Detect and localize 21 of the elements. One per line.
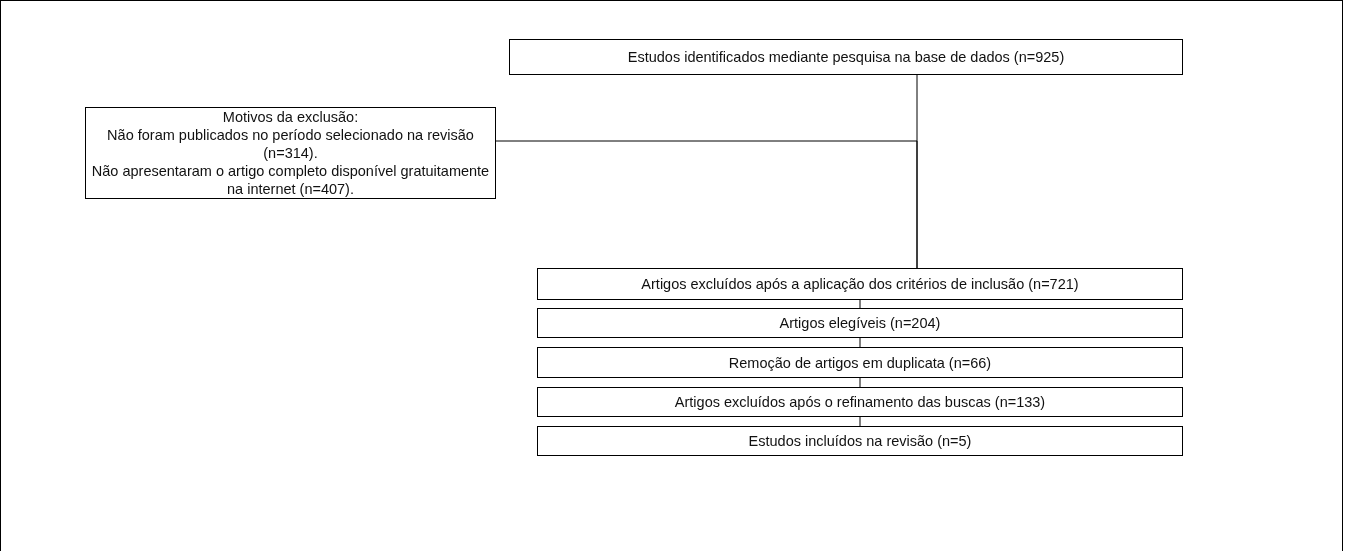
box-text: Não foram publicados no período selecionado na revisão (n=314). — [106, 126, 475, 162]
box-text: Artigos excluídos após o refinamento das buscas (n=133) — [674, 393, 1046, 411]
process-box — [537, 268, 1183, 300]
process-box — [537, 387, 1183, 417]
box-text: Estudos identificados mediante pesquisa na base de dados (n=925) — [627, 48, 1065, 66]
box-text: Motivos da exclusão: — [222, 108, 359, 126]
process-box — [537, 426, 1183, 456]
connector-line — [859, 416, 861, 427]
box-text: Artigos excluídos após a aplicação dos critérios de inclusão (n=721) — [641, 275, 1079, 293]
process-box — [509, 39, 1183, 75]
connector-line — [859, 377, 861, 388]
box-text: Remoção de artigos em duplicata (n=66) — [728, 353, 992, 372]
connector-line — [859, 299, 861, 309]
connector-line — [495, 140, 918, 269]
box-text: Estudos incluídos na revisão (n=5) — [748, 432, 972, 450]
connector-line — [859, 337, 861, 348]
process-box — [537, 347, 1183, 378]
box-text: Artigos elegíveis (n=204) — [779, 314, 941, 332]
box-text: Não apresentaram o artigo completo disponível gratuitamente na internet (n=407). — [90, 162, 491, 198]
process-box — [85, 107, 496, 199]
process-box — [537, 308, 1183, 338]
